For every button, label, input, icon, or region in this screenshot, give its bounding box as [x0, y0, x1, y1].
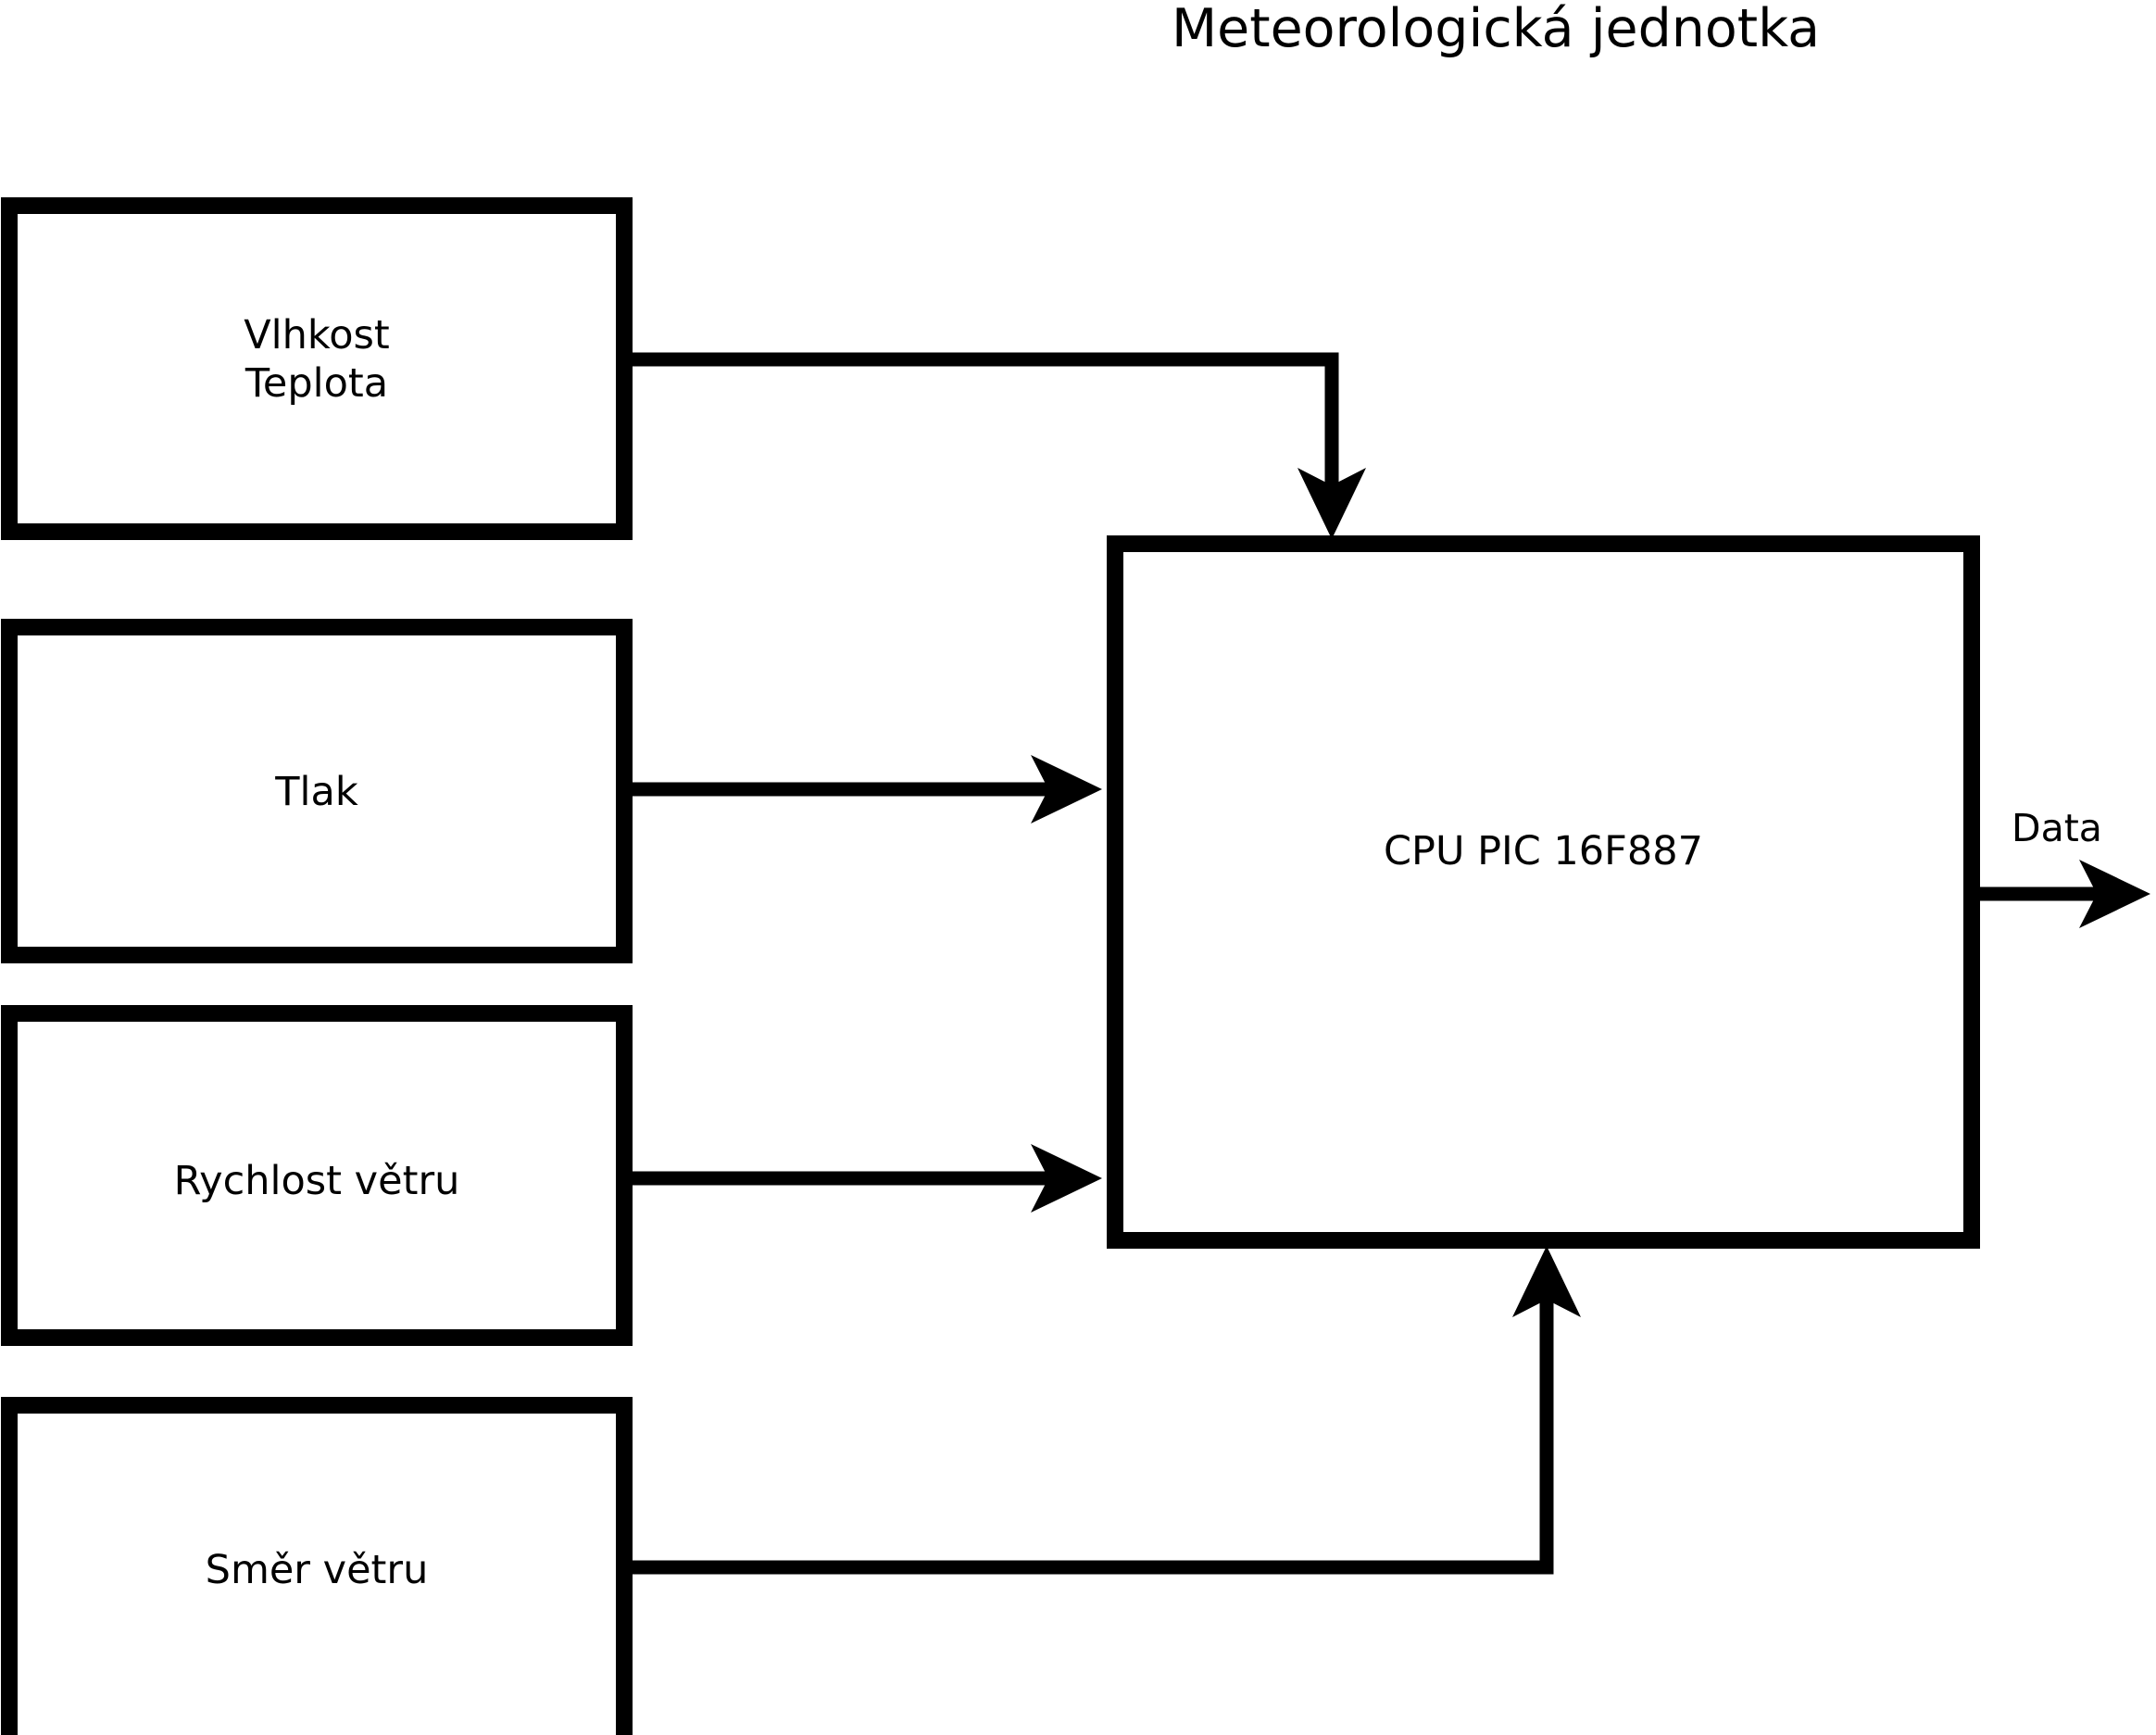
connector-humidity-to-cpu — [624, 352, 1339, 500]
arrowhead-right-windspeed — [1031, 1144, 1102, 1213]
block-humidity-temperature[interactable] — [1, 197, 633, 540]
block-wind-speed[interactable] — [1, 1005, 633, 1346]
block-label-cpu: CPU PIC 16F887 — [1384, 828, 1703, 874]
block-wind-direction[interactable] — [1, 1397, 633, 1735]
arrowhead-up-winddir — [1512, 1246, 1581, 1317]
connector-winddir-to-cpu — [624, 1297, 1554, 1575]
block-label-humidity-temperature: Vlhkost Teplota — [244, 312, 390, 407]
block-pressure[interactable] — [1, 619, 633, 963]
arrowhead-right-data — [2079, 860, 2150, 928]
arrowhead-right-pressure — [1031, 755, 1102, 823]
edge-label-data: Data — [2012, 806, 2102, 850]
block-label-wind-direction: Směr větru — [205, 1547, 429, 1593]
block-label-wind-speed: Rychlost větru — [173, 1158, 460, 1204]
block-cpu[interactable] — [1107, 535, 1980, 1249]
page-title: Meteorologická jednotka — [1172, 0, 1821, 59]
arrowhead-down-humidity — [1297, 468, 1366, 539]
block-label-pressure: Tlak — [275, 769, 358, 815]
